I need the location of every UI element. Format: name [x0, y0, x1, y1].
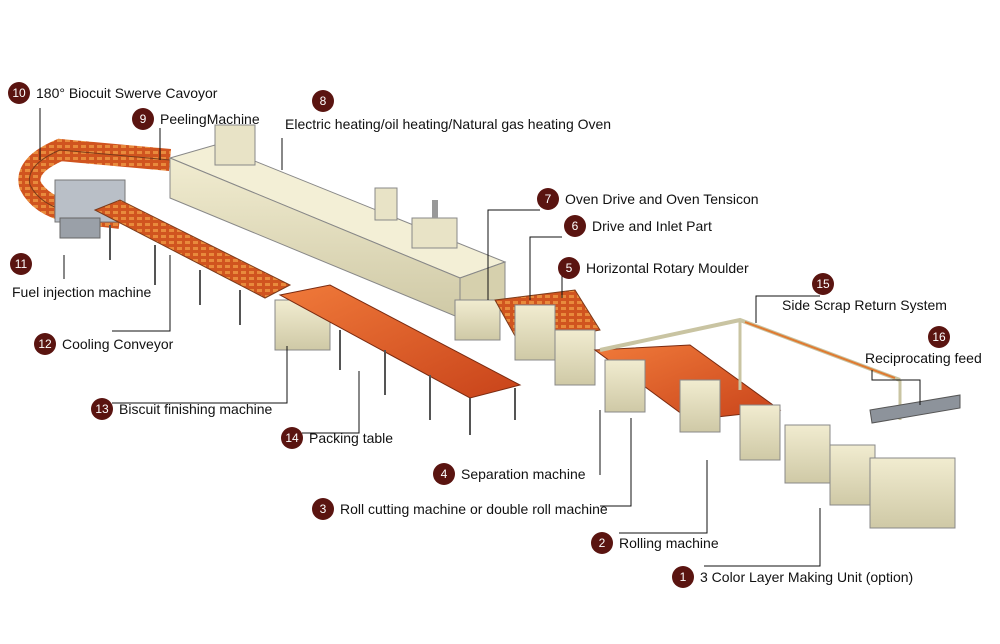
callout-8-text: Electric heating/oil heating/Natural gas… [285, 117, 611, 131]
cooling-conveyor [93, 199, 292, 325]
callout-number: 14 [281, 427, 303, 449]
callout-9: 9 PeelingMachine [132, 108, 260, 130]
callout-11-text: Fuel injection machine [12, 285, 151, 299]
oven [168, 124, 507, 319]
callout-number: 8 [312, 90, 334, 112]
callout-number: 11 [10, 253, 32, 275]
callout-label: 3 Color Layer Making Unit (option) [700, 569, 914, 585]
moulder-section [454, 289, 601, 386]
callout-label: Biscuit finishing machine [119, 401, 273, 417]
callout-15-text: Side Scrap Return System [782, 298, 947, 312]
callout-label: Electric heating/oil heating/Natural gas… [285, 116, 612, 132]
callout-16-text: Reciprocating feed [865, 351, 982, 365]
callout-2: 2 Rolling machine [591, 532, 719, 554]
callout-label: Reciprocating feed [865, 350, 982, 366]
sheeting-section [593, 344, 956, 529]
swerve-conveyor [18, 138, 171, 239]
callout-14: 14 Packing table [281, 427, 393, 449]
callout-label: Separation machine [461, 466, 586, 482]
callout-number: 7 [537, 188, 559, 210]
callout-11: 11 [10, 253, 38, 275]
callout-10: 10 180° Biocuit Swerve Cavoyor [8, 82, 217, 104]
callout-7: 7 Oven Drive and Oven Tensicon [537, 188, 759, 210]
callout-12: 12 Cooling Conveyor [34, 333, 173, 355]
callout-16: 16 [928, 326, 956, 348]
callout-label: PeelingMachine [160, 111, 260, 127]
callout-number: 1 [672, 566, 694, 588]
callout-number: 13 [91, 398, 113, 420]
callout-number: 12 [34, 333, 56, 355]
callout-1: 1 3 Color Layer Making Unit (option) [672, 566, 913, 588]
callout-label: Horizontal Rotary Moulder [586, 260, 749, 276]
callout-label: Roll cutting machine or double roll mach… [340, 501, 608, 517]
callout-number: 9 [132, 108, 154, 130]
callout-number: 2 [591, 532, 613, 554]
callout-label: Side Scrap Return System [782, 297, 947, 313]
scrap-return-frame [599, 317, 961, 424]
callout-label: Packing table [309, 430, 394, 446]
callout-label: Fuel injection machine [12, 284, 152, 300]
callout-8: 8 [312, 90, 340, 112]
callout-label: Rolling machine [619, 535, 719, 551]
callout-13: 13 Biscuit finishing machine [91, 398, 272, 420]
callout-number: 3 [312, 498, 334, 520]
callout-number: 6 [564, 215, 586, 237]
callout-number: 15 [812, 273, 834, 295]
finishing-and-packing [274, 284, 522, 435]
callout-6: 6 Drive and Inlet Part [564, 215, 712, 237]
leader-lines [39, 108, 921, 567]
callout-number: 5 [558, 257, 580, 279]
callout-number: 4 [433, 463, 455, 485]
callout-number: 10 [8, 82, 30, 104]
callout-4: 4 Separation machine [433, 463, 586, 485]
callout-5: 5 Horizontal Rotary Moulder [558, 257, 749, 279]
callout-label: Drive and Inlet Part [592, 218, 712, 234]
callout-label: Oven Drive and Oven Tensicon [565, 191, 759, 207]
callout-label: Cooling Conveyor [62, 336, 174, 352]
callout-number: 16 [928, 326, 950, 348]
callout-3: 3 Roll cutting machine or double roll ma… [312, 498, 608, 520]
callout-15: 15 [812, 273, 840, 295]
callout-label: 180° Biocuit Swerve Cavoyor [36, 85, 218, 101]
